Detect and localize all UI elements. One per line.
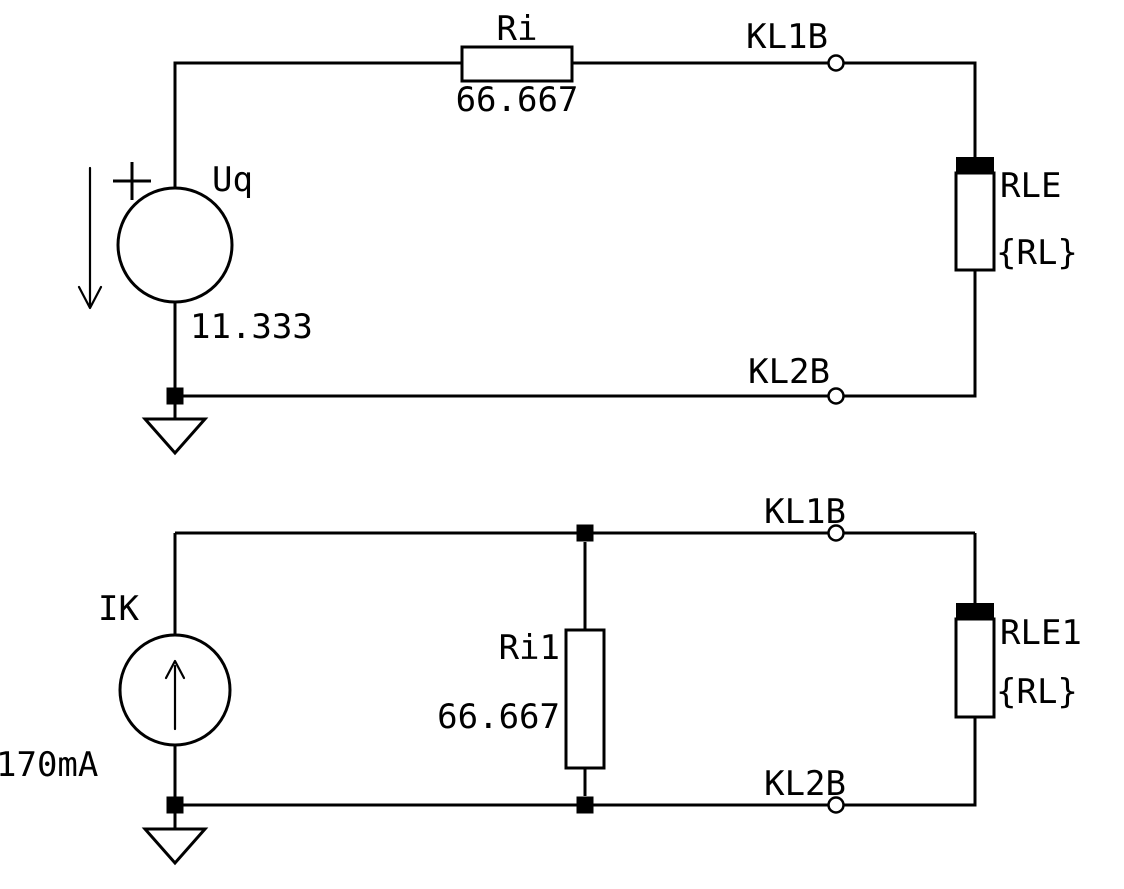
load-rle1-symbol[interactable] xyxy=(954,603,996,719)
terminal-kl1b-bottom-pin[interactable] xyxy=(827,524,845,542)
ground-symbol-bottom[interactable] xyxy=(141,796,209,866)
resistor-ri-value: 66.667 xyxy=(456,80,579,120)
ground-triangle-icon xyxy=(141,827,209,866)
junction-node xyxy=(576,524,594,542)
wire-load-to-terminal-bottom xyxy=(844,270,977,398)
norton-circuit: IK 170mA Ri1 66.667 RLE1 {RL} KL1B KL2B xyxy=(0,492,1082,866)
voltage-source-circle[interactable] xyxy=(116,186,234,304)
resistor-ri1-label: Ri1 xyxy=(499,628,560,668)
current-direction-arrow-icon xyxy=(164,659,186,731)
load-rle1-body[interactable] xyxy=(954,617,996,719)
resistor-ri1-value: 66.667 xyxy=(437,697,560,737)
voltage-source-value: 11.333 xyxy=(190,307,313,347)
terminal-kl2b-bottom-pin[interactable] xyxy=(827,796,845,814)
plus-sign-icon xyxy=(113,162,151,200)
wire-terminal-to-load xyxy=(844,61,977,157)
junction-node xyxy=(166,387,184,405)
resistor-ri1-symbol[interactable] xyxy=(564,628,606,770)
thevenin-circuit: Uq 11.333 Ri 66.667 RLE {RL} KL1B KL2B xyxy=(77,9,1078,456)
junction-node xyxy=(166,796,184,814)
terminal-kl1b-top-label: KL1B xyxy=(746,17,828,57)
ground-triangle-icon xyxy=(141,417,209,456)
voltage-source-symbol[interactable] xyxy=(77,162,234,310)
load-rle1-label: RLE1 xyxy=(1000,613,1082,653)
resistor-ri-label: Ri xyxy=(497,9,538,49)
terminal-kl1b-top-pin[interactable] xyxy=(827,54,845,72)
load-rle-cap xyxy=(956,157,994,173)
load-rle-symbol[interactable] xyxy=(954,157,996,272)
resistor-ri-symbol[interactable] xyxy=(460,45,574,83)
current-source-value: 170mA xyxy=(0,745,98,785)
terminal-kl2b-top-label: KL2B xyxy=(748,352,830,392)
wire-right-branch xyxy=(844,533,977,807)
load-rle-label: RLE xyxy=(1000,166,1061,206)
load-rle1-value: {RL} xyxy=(996,672,1078,712)
load-rle1-cap xyxy=(956,603,994,619)
current-source-label: IK xyxy=(98,589,139,629)
junction-node xyxy=(576,796,594,814)
terminal-kl2b-top-pin[interactable] xyxy=(827,387,845,405)
wire-source-to-resistor xyxy=(173,61,462,188)
ground-symbol-top[interactable] xyxy=(141,387,209,456)
voltage-source-label: Uq xyxy=(212,160,253,200)
voltage-direction-arrow-icon xyxy=(77,166,103,310)
load-rle-body[interactable] xyxy=(954,171,996,272)
current-source-symbol[interactable] xyxy=(118,633,232,747)
load-rle-value: {RL} xyxy=(996,233,1078,273)
